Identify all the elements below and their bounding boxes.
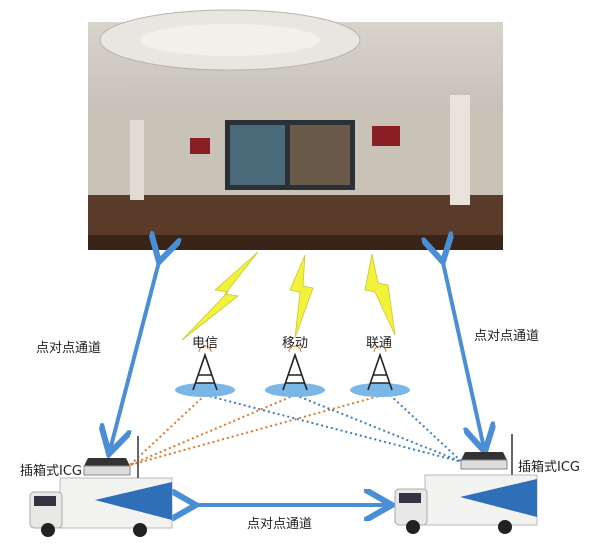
right-channel-arrow [442, 258, 484, 448]
left-icg-device [83, 458, 131, 476]
right-icg-device [460, 452, 508, 470]
right-icg-label: 插箱式ICG [518, 460, 580, 475]
tower-icons [175, 345, 410, 397]
right-truck [394, 434, 538, 534]
carrier-label-unicom: 联通 [366, 336, 393, 351]
left-channel-label: 点对点通道 [36, 341, 102, 356]
conference-room-photo [88, 9, 503, 250]
wireless-bolts [181, 251, 396, 341]
carrier-label-telecom: 电信 [192, 336, 219, 351]
left-icg-label: 插箱式ICG [20, 464, 82, 479]
left-truck [29, 436, 173, 537]
carrier-links [129, 394, 463, 466]
right-channel-label: 点对点通道 [474, 329, 540, 344]
left-channel-arrow [110, 258, 160, 450]
bottom-channel-label: 点对点通道 [247, 517, 313, 532]
carrier-label-mobile: 移动 [282, 336, 309, 351]
